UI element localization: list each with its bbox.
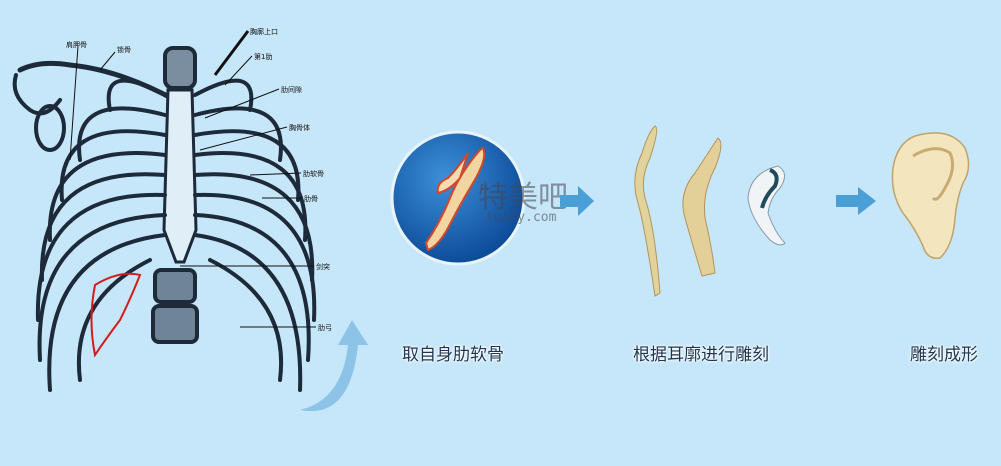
- label-intercostal-space: 肋间隙: [281, 86, 302, 94]
- watermark-text: 特美吧: [478, 180, 568, 215]
- ear-framework-image: [891, 132, 970, 259]
- arrow-right-icon: [560, 186, 594, 216]
- ribcage-illustration: [12, 30, 368, 412]
- arrow-right-icon: [836, 187, 876, 215]
- carved-cartilage-pieces-image: [634, 125, 786, 297]
- step-3-caption: 雕刻成形: [910, 345, 978, 365]
- step-2-caption: 根据耳廓进行雕刻: [633, 345, 769, 365]
- label-xiphoid: 剑突: [316, 263, 330, 271]
- watermark-url: tuimy.com: [486, 210, 557, 225]
- label-thoracic-inlet: 胸廓上口: [250, 28, 278, 36]
- harvest-area-highlight: [90, 272, 142, 358]
- label-rib: 肋骨: [304, 195, 318, 203]
- label-costal-arch: 肋弓: [318, 324, 332, 332]
- label-sternum-body: 胸骨体: [289, 124, 310, 132]
- curved-arrow-icon: [300, 320, 368, 412]
- step-1-caption: 取自身肋软骨: [402, 345, 504, 365]
- harvested-cartilage-image: [390, 130, 526, 266]
- label-costal-cartilage: 肋软骨: [303, 170, 324, 178]
- label-scapula: 肩胛骨: [66, 41, 87, 49]
- label-clavicle: 锁骨: [117, 46, 131, 54]
- label-first-rib: 第1肋: [254, 53, 273, 61]
